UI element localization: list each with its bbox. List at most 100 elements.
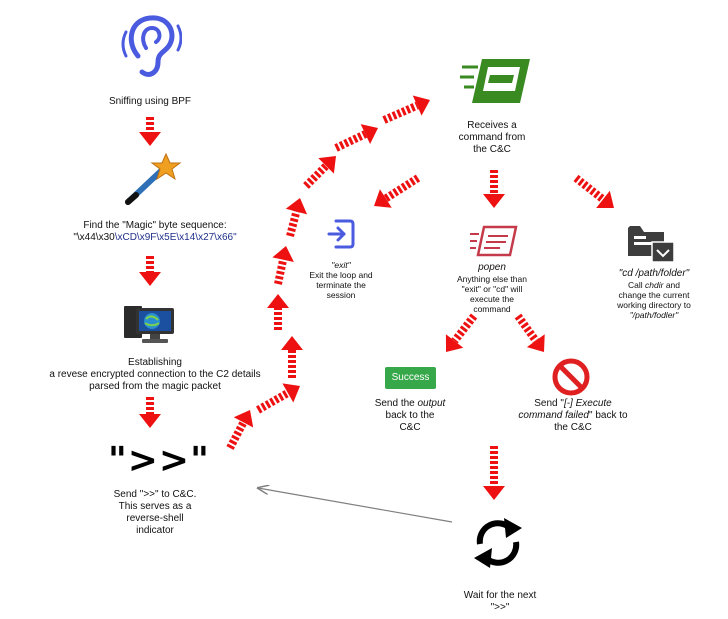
success-line: C&C <box>399 422 421 433</box>
arrow-up-5 <box>272 246 294 285</box>
cd-line1-em: chdir <box>645 280 664 290</box>
arrow-up-5-head <box>272 246 294 262</box>
cd-label: "cd /path/folder" Call chdir and change … <box>598 268 710 320</box>
arrow-receive-to-cd-shaft <box>573 174 606 203</box>
arrow-up-7-shaft <box>303 163 329 189</box>
forbidden-icon <box>551 357 591 397</box>
refresh-cycle-icon <box>470 514 526 572</box>
arrow-up-6-head <box>285 198 308 215</box>
receive-line: Receives a <box>467 120 517 131</box>
arrow-prompt-up-1 <box>226 410 254 450</box>
receive-label: Receives a command from the C&C <box>450 120 534 156</box>
receive-line: the C&C <box>473 144 511 155</box>
cd-line1-pre: Call <box>628 280 646 290</box>
success-line1-em: output <box>417 398 446 409</box>
arrow-popen-to-fail-head <box>526 334 545 352</box>
arrow-to-receive-shaft <box>382 101 419 124</box>
receive-line: command from <box>458 132 526 143</box>
popen-icon <box>470 224 518 258</box>
arrow-up-4-head <box>267 294 289 308</box>
fail-label: Send "[-] Execute command failed" back t… <box>508 398 638 434</box>
arrow-prompt-up-2-head <box>282 383 300 403</box>
arrow-up-4 <box>267 294 289 330</box>
arrow-connect-to-prompt-head <box>139 414 161 428</box>
arrow-popen-to-success-head <box>445 334 464 352</box>
prompt-line: Send ">>" to C&C. <box>113 489 197 500</box>
arrow-receive-to-popen-head <box>483 194 505 208</box>
connect-line: a revese encrypted connection to the C2 … <box>49 369 261 380</box>
shell-prompt-glyph: ">>" <box>108 440 210 481</box>
folder-terminal-icon <box>626 220 676 264</box>
magic-wand-icon <box>118 152 182 208</box>
cd-line1: Call chdir and <box>598 280 710 290</box>
arrow-up-8-head <box>360 124 378 144</box>
magic-seq-plain: "\x44\x30 <box>73 232 115 243</box>
arrow-to-receive <box>382 95 430 124</box>
exit-icon <box>326 218 356 250</box>
arrow-to-wait <box>483 446 505 500</box>
arrow-to-receive-head <box>412 95 430 116</box>
arrow-sniff-to-magic-head <box>139 132 161 146</box>
arrow-up-6 <box>285 198 308 238</box>
popen-label: popen Anything else than "exit" or "cd" … <box>450 262 534 314</box>
arrow-popen-to-success-shaft <box>451 313 478 344</box>
success-label: Send the output back to the C&C <box>362 398 458 434</box>
arrow-up-6-shaft <box>286 210 301 238</box>
magic-seq-blue: \xCD\x9F\x5E\x14\x27\x66" <box>114 232 237 243</box>
popen-line: execute the <box>470 294 514 304</box>
magic-byte-sequence: "\x44\x30\xCD\x9F\x5E\x14\x27\x66" <box>40 232 270 244</box>
wait-line: ">>" <box>490 602 510 613</box>
connect-label: Establishing a revese encrypted connecti… <box>40 357 270 393</box>
arrow-up-3 <box>281 336 303 378</box>
command-console-icon <box>460 55 534 107</box>
arrow-up-8-shaft <box>334 130 368 152</box>
popen-line: "exit" or "cd" will <box>461 284 523 294</box>
arrow-connect-to-prompt <box>139 397 161 428</box>
arrow-sniff-to-magic <box>139 117 161 146</box>
arrow-popen-to-fail <box>514 313 545 352</box>
success-line1-pre: Send the <box>374 398 418 409</box>
connect-line: Establishing <box>128 357 182 368</box>
exit-title: "exit" <box>331 260 351 270</box>
arrow-up-8 <box>334 124 378 152</box>
arrow-up-5-shaft <box>274 258 288 285</box>
return-arrow <box>258 488 453 523</box>
fail-line3: the C&C <box>554 422 592 433</box>
popen-line: Anything else than <box>457 274 527 284</box>
arrow-prompt-up-1-head <box>233 410 254 428</box>
success-line: back to the <box>385 410 435 421</box>
network-computer-icon <box>122 302 178 346</box>
fail-line2: command failed" back to <box>508 410 638 422</box>
arrow-receive-to-exit-shaft <box>383 174 421 202</box>
arrow-up-3-head <box>281 336 303 350</box>
arrow-magic-to-connect <box>139 256 161 286</box>
success-badge: Success <box>385 367 436 389</box>
arrow-popen-to-success <box>445 313 478 352</box>
cd-line: change the current <box>618 290 690 300</box>
cd-line1-post: and <box>663 280 680 290</box>
magic-label-line1: Find the "Magic" byte sequence: <box>83 220 227 231</box>
exit-line: terminate the <box>316 280 366 290</box>
arrow-receive-to-cd-head <box>596 190 614 208</box>
exit-line: session <box>326 290 356 300</box>
sniff-label: Sniffing using BPF <box>108 96 192 107</box>
arrow-prompt-up-2 <box>256 383 300 414</box>
arrow-receive-to-exit <box>374 174 421 208</box>
prompt-label: Send ">>" to C&C. This serves as a rever… <box>95 489 215 537</box>
arrow-up-7 <box>303 156 336 189</box>
wait-label: Wait for the next ">>" <box>448 590 552 614</box>
arrow-receive-to-exit-head <box>374 189 392 208</box>
arrow-prompt-up-2-shaft <box>256 389 290 414</box>
fail-line1: Send "[-] Execute <box>508 398 638 410</box>
fail-line1-em: [-] Execute <box>563 398 612 409</box>
arrow-receive-to-popen <box>483 170 505 208</box>
exit-line: Exit the loop and <box>309 270 373 280</box>
cd-last: "/path/fodler" <box>629 310 679 320</box>
prompt-line: This serves as a <box>118 501 192 512</box>
arrow-up-7-head <box>318 156 336 174</box>
magic-label: Find the "Magic" byte sequence: "\x44\x3… <box>40 220 270 244</box>
fail-line2-em: command failed <box>518 410 589 421</box>
prompt-line: reverse-shell <box>126 513 184 524</box>
connect-line: parsed from the magic packet <box>89 381 221 392</box>
